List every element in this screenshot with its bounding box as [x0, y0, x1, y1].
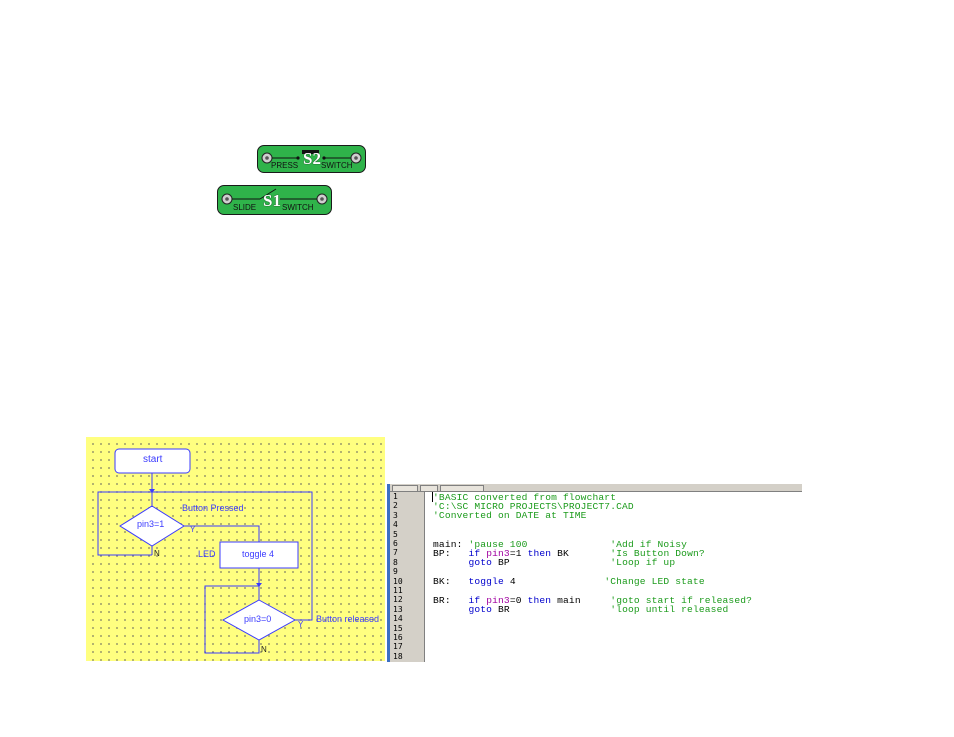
slide-switch-symbol-icon — [221, 188, 328, 205]
code-token: 'Is Button Down? — [610, 547, 705, 559]
code-line: main: 'pause 100 'Add if Noisy — [433, 539, 687, 550]
line-number: 12 — [393, 595, 403, 605]
line-number: 4 — [393, 520, 398, 530]
decision2-yes: Y — [298, 620, 304, 629]
line-number: 6 — [393, 539, 398, 548]
code-token: pin3 — [486, 594, 510, 606]
code-line: BP: if pin3=1 then BK 'Is Button Down? — [433, 548, 705, 559]
code-token: goto — [468, 604, 498, 616]
decision1-no: N — [154, 549, 160, 558]
code-line: 'BASIC converted from flowchart — [433, 492, 616, 503]
code-token: 'goto start if released? — [610, 594, 753, 606]
line-number: 3 — [393, 510, 398, 520]
press-switch-symbol-icon — [261, 150, 362, 164]
line-number: 11 — [393, 586, 403, 595]
editor-tab[interactable] — [392, 485, 418, 492]
switch-left-label: PRESS — [271, 161, 299, 170]
line-number: 7 — [393, 548, 398, 558]
code-line: goto BR 'loop until released — [433, 604, 728, 615]
code-token: 'BASIC converted from flowchart — [433, 491, 617, 503]
code-token: 'Loop if up — [610, 557, 676, 569]
decision1-label: pin3=1 — [137, 519, 165, 529]
code-token: 'C:\SC MICRO PROJECTS\PROJECT7.CAD — [433, 500, 634, 512]
code-token: =1 — [509, 547, 528, 559]
line-number: 14 — [393, 614, 403, 624]
line-number: 8 — [393, 557, 398, 567]
line-number: 1 — [393, 492, 398, 501]
switch-left-label: SLIDE — [233, 203, 257, 212]
code-token: =0 — [509, 594, 528, 606]
code-token: if — [468, 594, 487, 606]
line-number: 17 — [393, 642, 403, 652]
editor-tab-strip — [390, 484, 802, 492]
code-token: BP: — [433, 547, 469, 559]
code-line: 'Converted on DATE at TIME — [433, 510, 587, 521]
code-token: goto — [468, 557, 498, 569]
line-number: 15 — [393, 623, 403, 633]
line-number: 2 — [393, 501, 398, 511]
toggle-label: toggle 4 — [242, 549, 275, 559]
code-token: BR — [498, 604, 611, 616]
code-token: then — [527, 547, 558, 559]
start-label: start — [143, 454, 163, 465]
code-token: main: — [433, 538, 469, 550]
code-token: 'pause 100 'Add if Noisy — [468, 538, 688, 550]
decision1-comment: Button Pressed — [182, 503, 244, 513]
code-token: 'Converted on DATE at TIME — [433, 510, 587, 522]
code-token: 4 — [509, 576, 605, 588]
decision1-yes: Y — [190, 525, 196, 534]
editor-tab[interactable] — [440, 485, 484, 492]
code-token: then — [527, 594, 558, 606]
code-token: BR: — [433, 594, 469, 606]
code-token: BK — [557, 547, 611, 559]
code-line: 'C:\SC MICRO PROJECTS\PROJECT7.CAD — [433, 501, 634, 512]
code-line: BK: toggle 4 'Change LED state — [433, 576, 705, 587]
code-token — [433, 604, 468, 615]
line-number: 16 — [393, 633, 403, 642]
toggle-process-box — [219, 541, 299, 569]
code-token: toggle — [468, 576, 510, 588]
led-label: LED — [198, 549, 216, 559]
flowchart-shapes — [97, 448, 313, 654]
line-number: 9 — [393, 567, 398, 577]
slide-switch-s1-badge: SLIDE S1 SWITCH — [217, 185, 332, 215]
code-token: 'loop until released — [610, 604, 729, 616]
code-token: main — [557, 594, 611, 606]
code-line: BR: if pin3=0 then main 'goto start if r… — [433, 595, 752, 606]
code-token: if — [468, 547, 487, 559]
switch-code: S1 — [263, 191, 281, 210]
text-cursor — [432, 492, 433, 502]
code-token: pin3 — [486, 547, 510, 559]
code-token: BP — [498, 557, 611, 569]
line-number: 13 — [393, 604, 403, 614]
line-number: 10 — [393, 576, 403, 586]
switch-code: S2 — [303, 149, 321, 168]
switch-right-label: SWITCH — [321, 161, 353, 170]
line-number: 5 — [393, 529, 398, 539]
press-switch-s2-badge: PRESS S2 SWITCH — [257, 145, 366, 173]
decision2-label: pin3=0 — [244, 614, 272, 624]
code-token: BK: — [433, 576, 469, 588]
decision2-comment: Button released — [316, 614, 380, 624]
code-token — [433, 557, 468, 568]
line-number: 18 — [393, 651, 403, 661]
flowchart-canvas: start pin3=1 Button Pressed Y N LED togg… — [86, 437, 385, 661]
code-token: 'Change LED state — [604, 576, 705, 588]
decision2-no: N — [261, 645, 267, 654]
editor-tab[interactable] — [420, 485, 438, 492]
code-line: goto BP 'Loop if up — [433, 557, 675, 568]
switch-right-label: SWITCH — [282, 203, 314, 212]
